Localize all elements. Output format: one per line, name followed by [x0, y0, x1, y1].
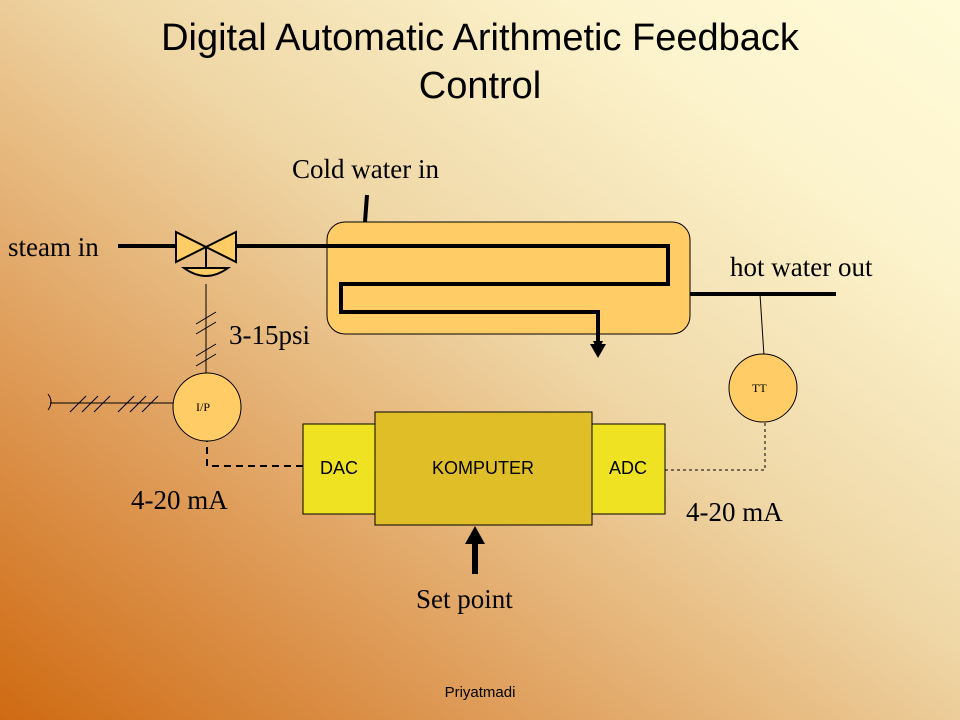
current-left-label: 4-20 mA	[131, 485, 228, 515]
adc-input-signal-line	[665, 422, 766, 471]
air-supply-line	[47, 393, 173, 411]
dac-block	[302, 423, 376, 515]
temperature-transmitter	[728, 353, 798, 423]
heat-exchanger-tank	[326, 221, 691, 335]
temp-transmitter-label: TT	[752, 381, 767, 395]
set-point-label: Set point	[416, 584, 513, 614]
heating-coil	[236, 244, 670, 351]
cold-water-in-label: Cold water in	[292, 154, 439, 184]
air-supply-hatch-marks	[69, 395, 159, 413]
computer-label: KOMPUTER	[432, 458, 534, 478]
title-line-2: Control	[418, 65, 542, 107]
dac-label: DAC	[320, 458, 358, 478]
temperature-sensor-line	[759, 293, 765, 357]
dac-output-signal-line	[206, 441, 303, 467]
ip-converter-label: I/P	[196, 400, 210, 414]
adc-block	[591, 423, 666, 515]
adc-label: ADC	[609, 458, 647, 478]
coil-outlet-arrow	[590, 344, 606, 358]
slide-title: Digital Automatic Arithmetic Feedback Co…	[0, 14, 960, 110]
pneumatic-hatch-marks	[195, 311, 217, 367]
pressure-range-label: 3-15psi	[229, 320, 310, 350]
footer-author: Priyatmadi	[444, 684, 516, 701]
control-valve	[175, 230, 237, 277]
current-right-label: 4-20 mA	[686, 497, 783, 527]
title-line-1: Digital Automatic Arithmetic Feedback	[161, 17, 799, 59]
steam-in-label: steam in	[8, 232, 99, 262]
cold-water-inlet-pipe	[363, 194, 369, 223]
hot-water-out-label: hot water out	[730, 252, 873, 282]
set-point-arrow-head	[465, 526, 485, 544]
